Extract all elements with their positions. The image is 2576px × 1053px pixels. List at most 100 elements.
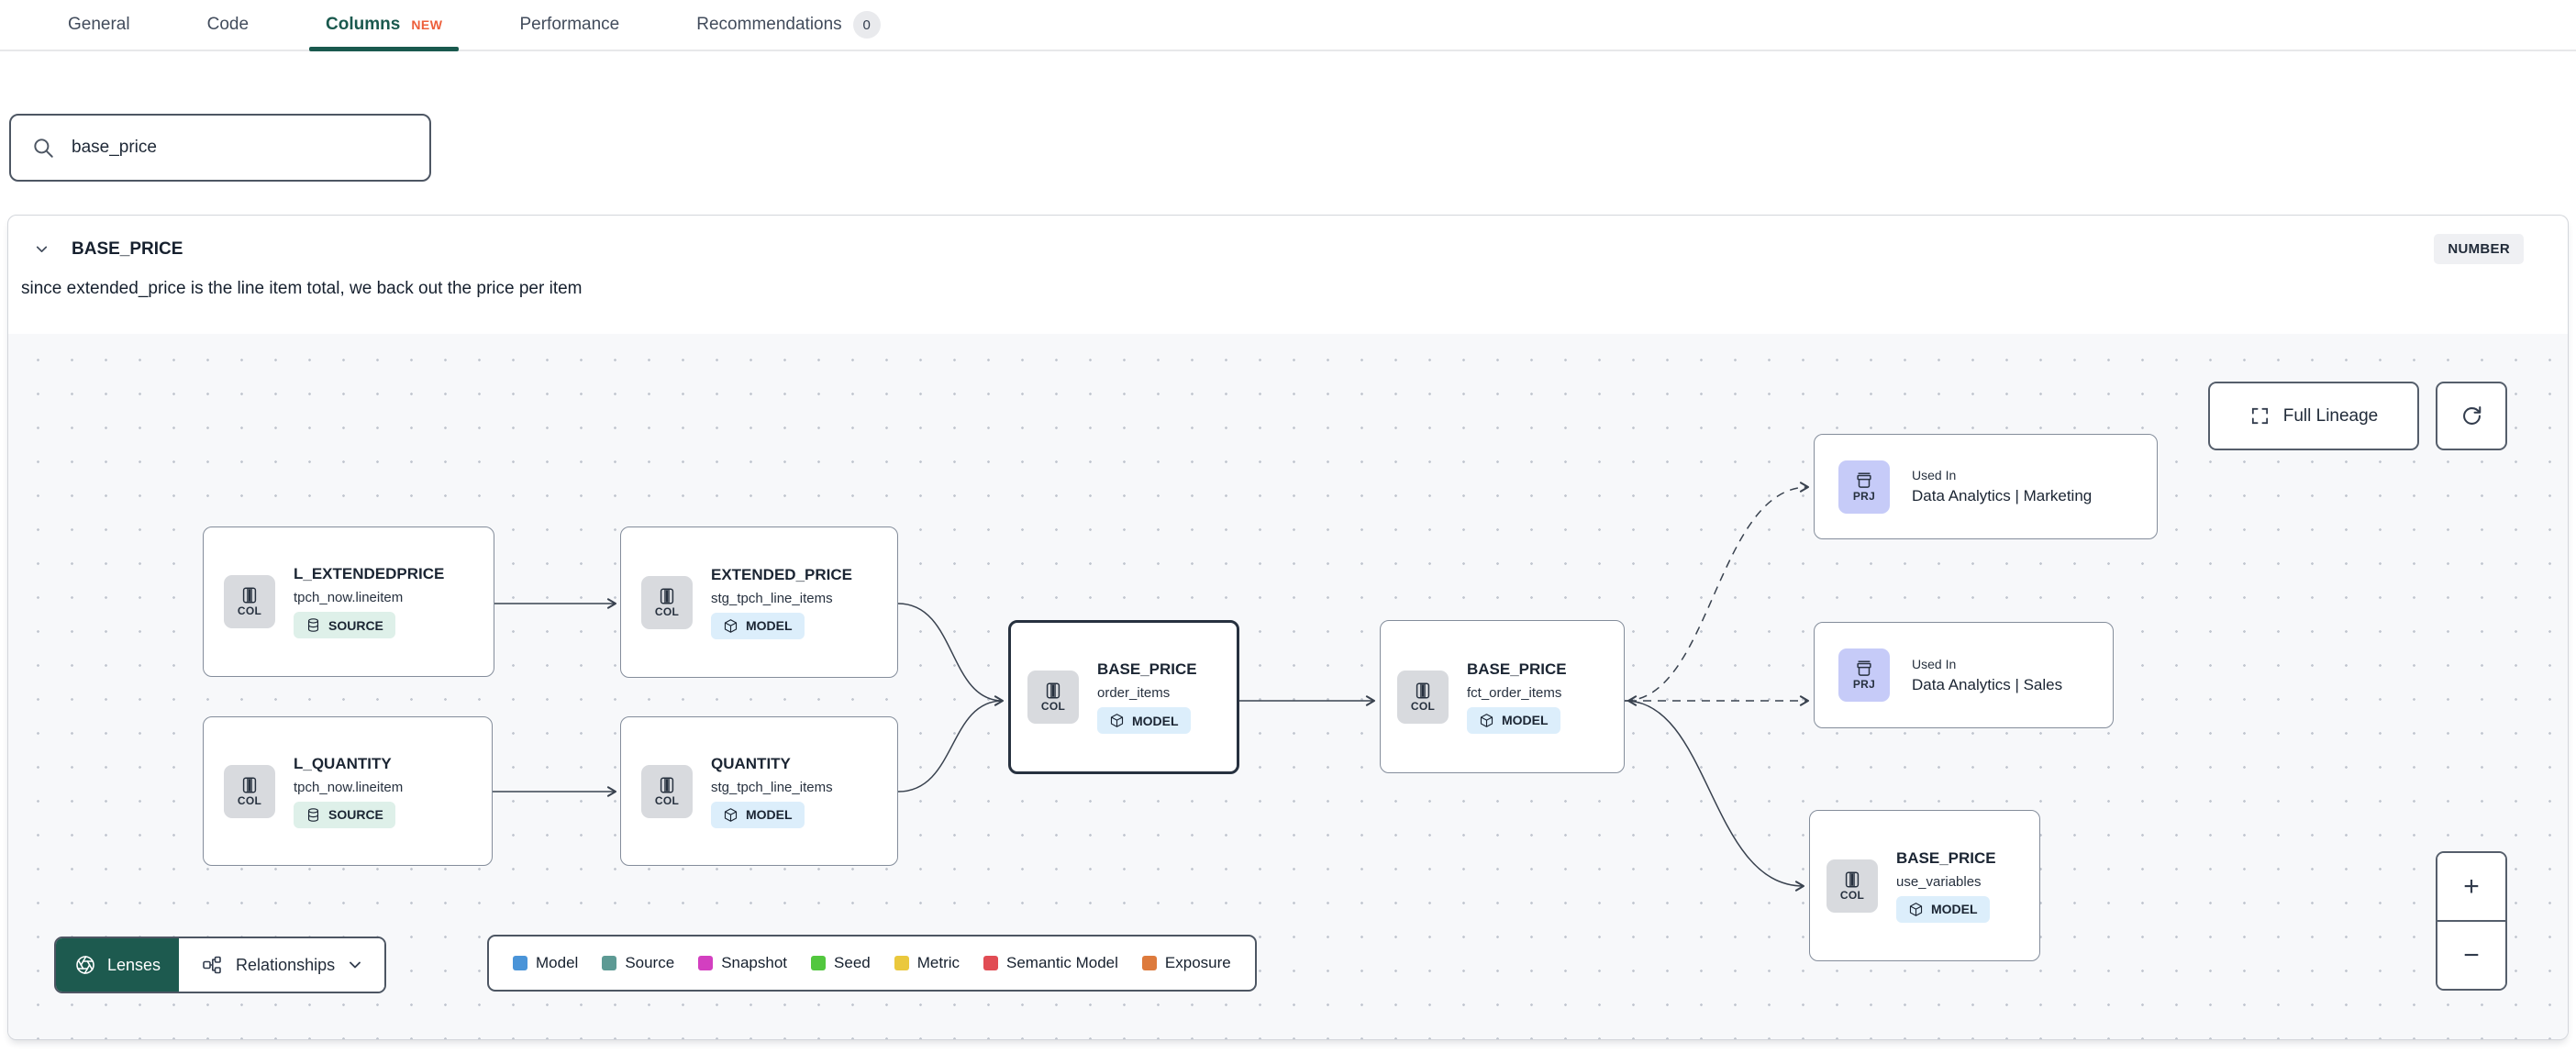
- resource-type-badge: MODEL: [711, 801, 805, 828]
- exposure-swatch: [1141, 956, 1157, 970]
- zoom-out-button[interactable]: −: [2437, 922, 2505, 989]
- lineage-node-quantity[interactable]: COL QUANTITY stg_tpch_line_items MODEL: [620, 716, 898, 866]
- lineage-canvas[interactable]: COL L_EXTENDEDPRICE tpch_now.lineitem SO…: [8, 334, 2568, 1039]
- database-icon: [305, 807, 321, 823]
- tab-label: Performance: [519, 15, 620, 34]
- aperture-icon: [74, 954, 96, 976]
- lineage-node-l-quantity[interactable]: COL L_QUANTITY tpch_now.lineitem SOURCE: [203, 716, 493, 866]
- columns-icon: [239, 585, 260, 605]
- count-badge: 0: [852, 11, 881, 39]
- metric-swatch: [894, 956, 909, 970]
- used-in-label: Used In: [1912, 656, 1957, 671]
- legend-label: Model: [536, 954, 579, 971]
- tab-performance[interactable]: Performance: [503, 0, 636, 50]
- collapse-chevron-icon[interactable]: [34, 241, 50, 257]
- columns-icon: [1043, 681, 1063, 701]
- legend-label: Seed: [834, 954, 871, 971]
- lineage-node-extended-price[interactable]: COL EXTENDED_PRICE stg_tpch_line_items M…: [620, 526, 898, 678]
- column-type-badge: NUMBER: [2434, 234, 2524, 264]
- node-title: BASE_PRICE: [1097, 660, 1197, 678]
- used-in-label: Used In: [1912, 468, 1957, 482]
- tab-bar: General Code Columns NEW Performance Rec…: [0, 0, 2576, 51]
- project-tile: PRJ: [1838, 648, 1890, 702]
- node-title: L_EXTENDEDPRICE: [294, 565, 445, 582]
- resource-type-badge: SOURCE: [294, 612, 395, 638]
- badge-label: MODEL: [746, 618, 793, 633]
- legend-item-metric: Metric: [894, 954, 960, 972]
- cube-icon: [1479, 713, 1494, 728]
- column-panel-header: BASE_PRICE NUMBER: [8, 216, 2568, 264]
- column-tile: COL: [641, 575, 693, 629]
- zoom-in-button[interactable]: +: [2437, 853, 2505, 922]
- relationships-icon: [201, 954, 223, 976]
- legend-label: Exposure: [1164, 954, 1231, 971]
- archive-box-icon: [1854, 659, 1874, 679]
- tab-recommendations[interactable]: Recommendations 0: [680, 0, 896, 50]
- resource-type-badge: SOURCE: [294, 801, 395, 828]
- lineage-node-base-price-order-items[interactable]: COL BASE_PRICE order_items MODEL: [1008, 620, 1239, 774]
- tab-label: Columns: [326, 15, 401, 34]
- column-panel: BASE_PRICE NUMBER since extended_price i…: [7, 215, 2569, 1040]
- refresh-button[interactable]: [2436, 382, 2507, 450]
- column-tile: COL: [224, 764, 275, 818]
- node-kind-label: COL: [1410, 699, 1436, 713]
- database-icon: [305, 617, 321, 633]
- legend-label: Source: [625, 954, 675, 971]
- node-subtitle: stg_tpch_line_items: [711, 779, 833, 795]
- lineage-node-base-price-use-variables[interactable]: COL BASE_PRICE use_variables MODEL: [1809, 810, 2040, 961]
- tab-general[interactable]: General: [51, 0, 147, 50]
- source-swatch: [602, 956, 617, 970]
- legend-label: Semantic Model: [1006, 954, 1118, 971]
- badge-label: MODEL: [1931, 902, 1978, 916]
- node-title: Data Analytics | Marketing: [1912, 487, 2093, 504]
- seed-swatch: [811, 956, 827, 970]
- columns-icon: [239, 775, 260, 795]
- legend-item-exposure: Exposure: [1141, 954, 1231, 972]
- node-kind-label: COL: [654, 793, 680, 807]
- tab-columns[interactable]: Columns NEW: [309, 0, 460, 51]
- relationships-dropdown[interactable]: Relationships: [179, 938, 385, 992]
- lenses-button[interactable]: Lenses: [56, 938, 180, 992]
- lineage-node-exposure-marketing[interactable]: PRJ Used In Data Analytics | Marketing: [1814, 434, 2158, 539]
- node-subtitle: use_variables: [1896, 873, 1982, 890]
- snapshot-swatch: [698, 956, 714, 970]
- column-tile: COL: [1027, 671, 1079, 724]
- badge-label: SOURCE: [328, 807, 383, 822]
- resource-legend: Model Source Snapshot Seed Metric Semant…: [487, 935, 1257, 992]
- search-input[interactable]: [70, 137, 409, 159]
- resource-type-badge: MODEL: [711, 612, 805, 639]
- column-search: [9, 114, 431, 182]
- columns-icon: [1413, 681, 1433, 701]
- node-kind-label: PRJ: [1852, 678, 1876, 692]
- cube-icon: [1908, 902, 1924, 917]
- cube-icon: [1109, 713, 1125, 728]
- node-kind-label: COL: [237, 604, 262, 618]
- cube-icon: [723, 618, 738, 634]
- column-description: since extended_price is the line item to…: [21, 279, 583, 298]
- expand-icon: [2249, 405, 2271, 427]
- tab-label: Code: [206, 15, 250, 34]
- resource-type-badge: MODEL: [1467, 706, 1560, 734]
- lineage-edges: [493, 482, 1810, 892]
- cube-icon: [723, 807, 738, 823]
- lineage-node-l-extendedprice[interactable]: COL L_EXTENDEDPRICE tpch_now.lineitem SO…: [203, 526, 494, 677]
- node-kind-label: COL: [1839, 888, 1865, 902]
- badge-label: SOURCE: [328, 617, 383, 633]
- lineage-node-exposure-sales[interactable]: PRJ Used In Data Analytics | Sales: [1814, 622, 2114, 728]
- lineage-node-base-price-fct-order-items[interactable]: COL BASE_PRICE fct_order_items MODEL: [1380, 620, 1625, 773]
- node-subtitle: fct_order_items: [1467, 684, 1562, 701]
- node-title: BASE_PRICE: [1896, 848, 1996, 867]
- legend-item-seed: Seed: [811, 954, 871, 972]
- full-lineage-label: Full Lineage: [2282, 405, 2379, 426]
- node-kind-label: PRJ: [1852, 489, 1876, 503]
- tab-code[interactable]: Code: [191, 0, 265, 50]
- full-lineage-button[interactable]: Full Lineage: [2208, 382, 2419, 450]
- refresh-icon: [2459, 404, 2484, 428]
- relationships-label: Relationships: [236, 955, 336, 974]
- node-title: EXTENDED_PRICE: [711, 565, 852, 583]
- tab-label: Recommendations: [696, 15, 842, 34]
- search-icon: [31, 136, 55, 160]
- node-subtitle: tpch_now.lineitem: [294, 590, 404, 605]
- node-title: Data Analytics | Sales: [1912, 675, 2063, 693]
- badge-label: MODEL: [746, 807, 793, 822]
